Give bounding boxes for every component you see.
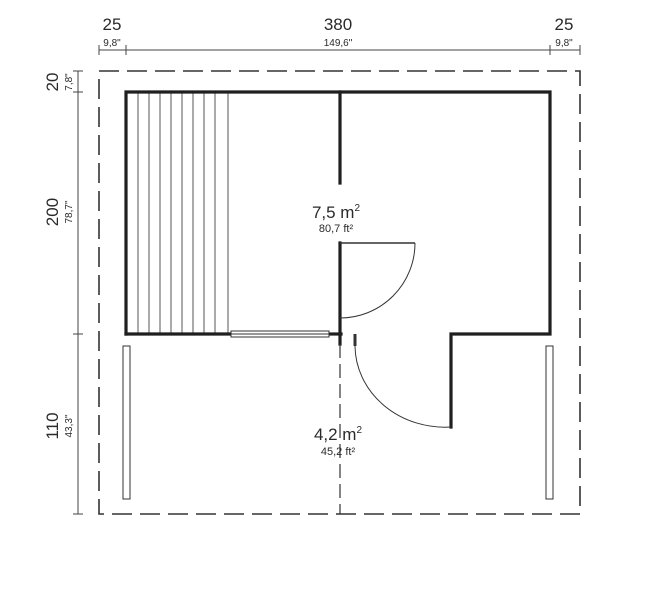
- dim-top-left-inch: 9,8": [103, 38, 121, 49]
- top-dimension-line: [98, 45, 581, 55]
- left-dimension-line: [73, 70, 83, 515]
- porch-post-left: [122, 345, 131, 500]
- dim-top-right-cm: 25: [555, 15, 574, 34]
- dim-left-bottom-inch: 43,3": [64, 414, 75, 437]
- dim-left-middle-cm: 200: [43, 198, 62, 226]
- dim-left-middle-inch: 78,7": [64, 200, 75, 223]
- porch-post-right: [545, 345, 554, 500]
- dim-top-left-cm: 25: [103, 15, 122, 34]
- dim-top-middle-inch: 149,6": [324, 38, 353, 49]
- room-1-area-m2: 7,5 m2: [312, 203, 361, 222]
- room-1-area-ft2: 80,7 ft²: [319, 223, 354, 235]
- walls: [124, 90, 552, 429]
- dim-left-top-cm: 20: [43, 73, 62, 92]
- room-2-area-ft2: 45,2 ft²: [321, 446, 356, 458]
- room-2-area-m2: 4,2 m2: [314, 425, 363, 444]
- exterior-door: [353, 334, 452, 428]
- dim-left-bottom-cm: 110: [43, 412, 62, 439]
- interior-door: [339, 242, 416, 319]
- dim-top-middle-cm: 380: [324, 15, 352, 34]
- sauna-bench: [137, 93, 229, 334]
- dim-top-right-inch: 9,8": [555, 38, 573, 49]
- window: [230, 330, 330, 338]
- dim-left-top-inch: 7,8": [64, 73, 75, 91]
